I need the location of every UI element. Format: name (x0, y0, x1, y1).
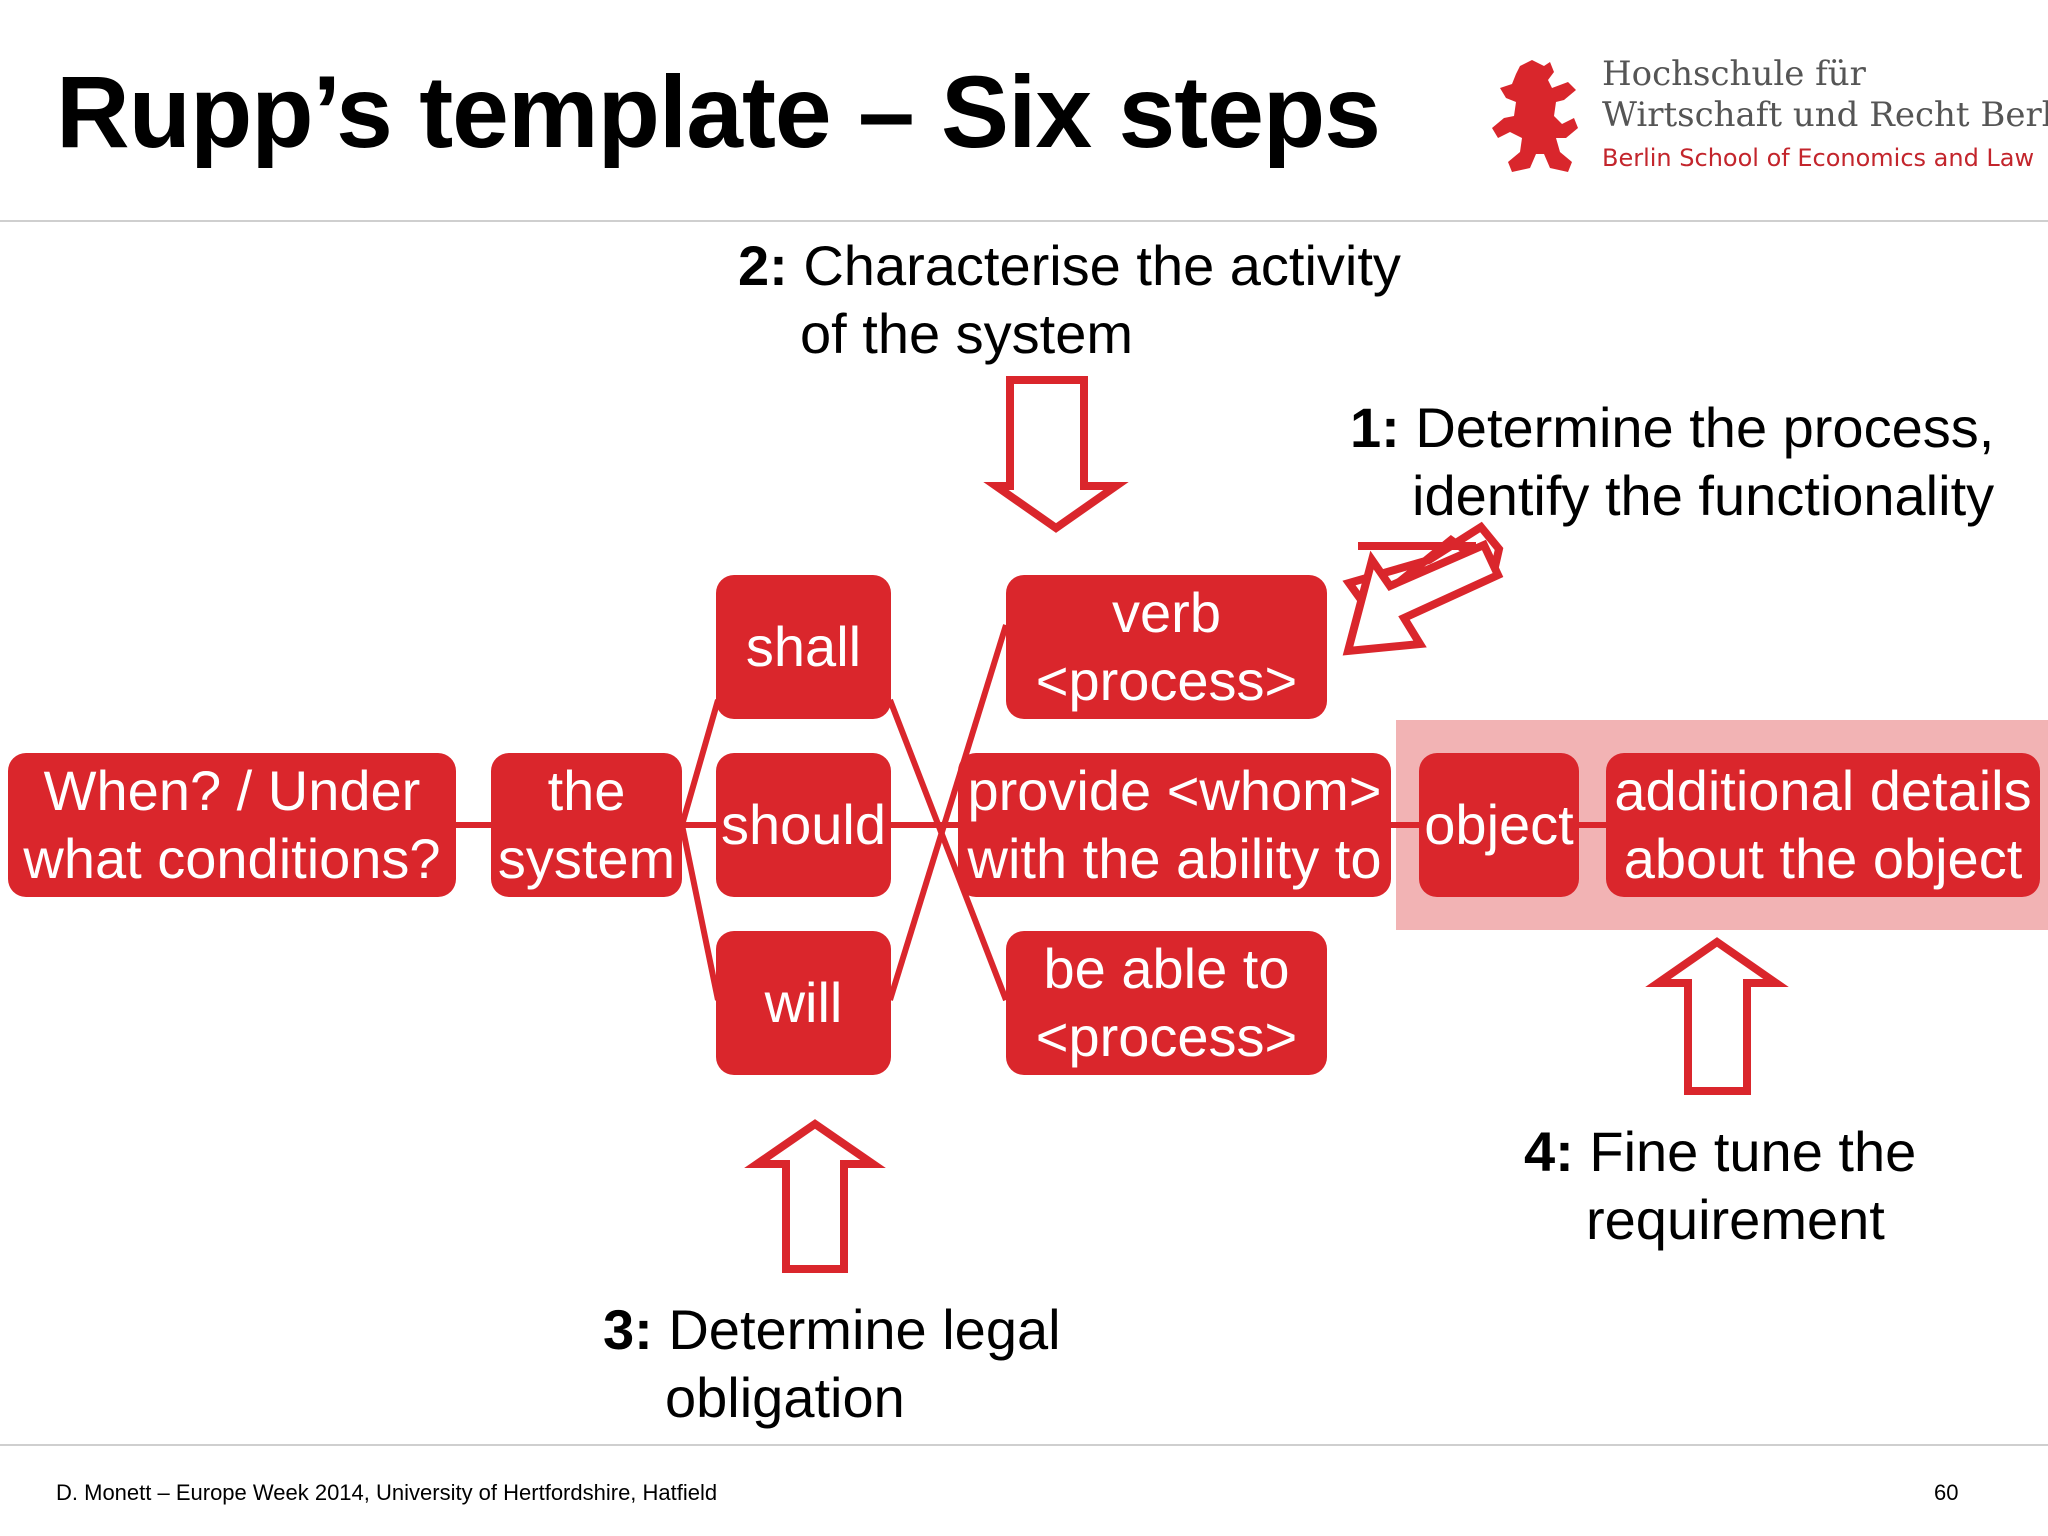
connector-will-verb (887, 624, 1009, 1001)
footer-credit: D. Monett – Europe Week 2014, University… (56, 1480, 718, 1505)
connector-system-will (679, 824, 721, 1001)
header-divider (0, 220, 2048, 222)
system-box: the system (491, 753, 682, 897)
step-3-line-2: obligation (665, 1366, 905, 1429)
logo-text: Hochschule für Wirtschaft und Recht Berl… (1602, 54, 2048, 172)
step-2-line-1: Characterise the activity (803, 234, 1401, 297)
logo-line-1: Hochschule für (1602, 54, 1866, 94)
will-box: will (716, 931, 891, 1075)
berlin-bear-icon (1492, 60, 1578, 172)
step-2-line-2: of the system (800, 302, 1134, 365)
step-3-line-1: Determine legal (668, 1298, 1061, 1361)
footer-divider (0, 1444, 2048, 1446)
page-number: 60 (1934, 1480, 1959, 1505)
step-1-line-2: identify the functionality (1412, 464, 1995, 527)
step-4-line-2: requirement (1586, 1188, 1885, 1251)
should-box: should (716, 753, 891, 897)
logo-line-3: Berlin School of Economics and Law (1602, 144, 2035, 172)
connector-system-shall (679, 699, 721, 826)
details-box: additional details about the object (1606, 753, 2040, 897)
step-2-label: 2: Characterise the activity of the syst… (738, 232, 1401, 368)
university-logo: Hochschule für Wirtschaft und Recht Berl… (1490, 54, 2048, 184)
object-box: object (1419, 753, 1579, 897)
shall-box: shall (716, 575, 891, 719)
condition-box: When? / Under what conditions? (8, 753, 456, 897)
step-3-number: 3: (603, 1298, 653, 1361)
arrow-down-icon (983, 376, 1129, 533)
connector-lines (456, 624, 1606, 1002)
verb-process-box: verb <process> (1006, 575, 1327, 719)
step-3-label: 3: Determine legal obligation (603, 1296, 1061, 1432)
step-4-line-1: Fine tune the (1589, 1120, 1917, 1183)
provide-box: provide <whom> with the ability to (958, 753, 1391, 897)
step-4-label: 4: Fine tune the requirement (1524, 1118, 1916, 1254)
be-able-to-box: be able to <process> (1006, 931, 1327, 1075)
arrow-up-icon (744, 1119, 886, 1273)
step-1-label: 1: Determine the process, identify the f… (1350, 394, 1994, 530)
connector-shall-ableto (887, 698, 1009, 1002)
slide-title: Rupp’s template – Six steps (56, 55, 1381, 169)
step-1-number: 1: (1350, 396, 1400, 459)
step-4-number: 4: (1524, 1120, 1574, 1183)
step-1-line-1: Determine the process, (1415, 396, 1995, 459)
step-2-number: 2: (738, 234, 788, 297)
arrow-up-icon (1645, 937, 1789, 1095)
logo-line-2: Wirtschaft und Recht Berlin (1602, 95, 2048, 135)
